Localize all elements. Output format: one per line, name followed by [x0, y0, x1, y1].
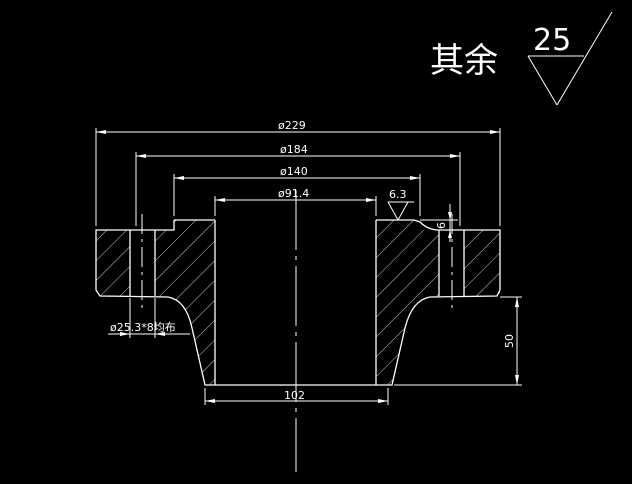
dim-140: ø140 [173, 165, 421, 216]
hole-note: ø25.3*8均布 [108, 298, 190, 338]
surface-finish-text: 6.3 [389, 188, 407, 201]
dim-184-text: ø184 [280, 143, 308, 156]
dim-91: ø91.4 [214, 187, 377, 216]
dim-91-text: ø91.4 [278, 187, 309, 200]
left-outline [95, 220, 215, 386]
dim-184: ø184 [135, 143, 461, 226]
dim-102-text: 102 [284, 389, 305, 402]
surface-finish-mark: 6.3 [387, 188, 414, 221]
right-flange-outer-hatch [464, 230, 500, 296]
right-outline [376, 219, 501, 386]
dim-102: 102 [204, 388, 389, 405]
right-body-hatch [376, 220, 439, 385]
general-roughness-note: 其余 25 [430, 11, 613, 106]
hole-note-text: ø25.3*8均布 [110, 321, 176, 334]
section-hatching [96, 220, 500, 385]
roughness-left-leg [527, 55, 558, 106]
roughness-value: 25 [533, 23, 571, 58]
remaining-label: 其余 [430, 41, 498, 81]
dim-6: 6 [420, 204, 458, 242]
dim-50: 50 [394, 296, 522, 386]
roughness-right-leg [556, 11, 613, 106]
dim-229: ø229 [95, 119, 501, 226]
left-body-hatch [155, 220, 215, 385]
dim-140-text: ø140 [280, 165, 308, 178]
left-flange-outer-hatch [96, 230, 130, 296]
part-outline [95, 219, 501, 386]
dim-6-text: 6 [435, 222, 448, 229]
dim-229-text: ø229 [278, 119, 306, 132]
dim-50-text: 50 [503, 334, 516, 348]
